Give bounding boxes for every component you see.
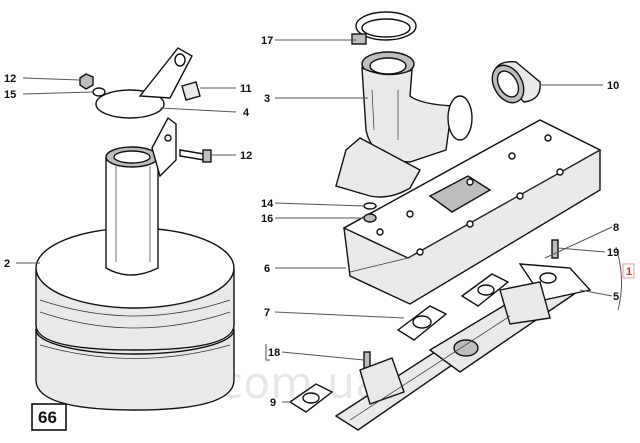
callout-15: 15 (4, 89, 16, 101)
callout-1-highlight (622, 263, 635, 279)
callout-5: 5 (613, 291, 619, 303)
callout-18: 18 (268, 347, 280, 359)
leader-lines (16, 39, 623, 403)
callout-19: 19 (607, 247, 619, 259)
muffler-body (35, 116, 235, 411)
callout-13: 12 (4, 73, 16, 85)
exhaust-manifold (334, 263, 592, 431)
nut-13 (79, 73, 94, 90)
callout-8: 8 (613, 222, 619, 234)
callout-6: 6 (264, 263, 270, 275)
callout-17: 17 (261, 35, 273, 47)
washer-14-16 (363, 202, 377, 223)
callout-16: 16 (261, 213, 273, 225)
callout-labels: 12 15 2 17 3 11 4 12 10 14 16 6 7 8 19 1… (4, 35, 632, 409)
callout-3: 3 (264, 93, 270, 105)
callout-1: 1 (626, 266, 632, 278)
callout-10: 10 (607, 80, 619, 92)
gasket-upper (460, 273, 510, 307)
rain-cap (95, 47, 193, 119)
callout-11: 11 (240, 83, 252, 95)
bolt-12 (179, 149, 212, 163)
stud-18 (363, 351, 371, 369)
gasket-9 (288, 383, 334, 413)
page-number: 66 (38, 408, 57, 427)
bushing-11 (181, 81, 201, 101)
stud-19 (551, 239, 559, 259)
valve-cover (342, 119, 602, 305)
callout-7: 7 (264, 307, 270, 319)
callout-2: 2 (4, 258, 10, 270)
callout-4: 4 (243, 107, 250, 119)
rubber-sleeve (491, 61, 541, 104)
page-number-box: 66 (31, 403, 67, 431)
gasket-7 (396, 305, 448, 341)
hose-clamp (351, 11, 417, 45)
callout-12: 12 (240, 150, 252, 162)
callout-9: 9 (270, 397, 276, 409)
washer-15 (92, 87, 106, 97)
intake-elbow (335, 51, 473, 198)
callout-14: 14 (261, 198, 274, 210)
